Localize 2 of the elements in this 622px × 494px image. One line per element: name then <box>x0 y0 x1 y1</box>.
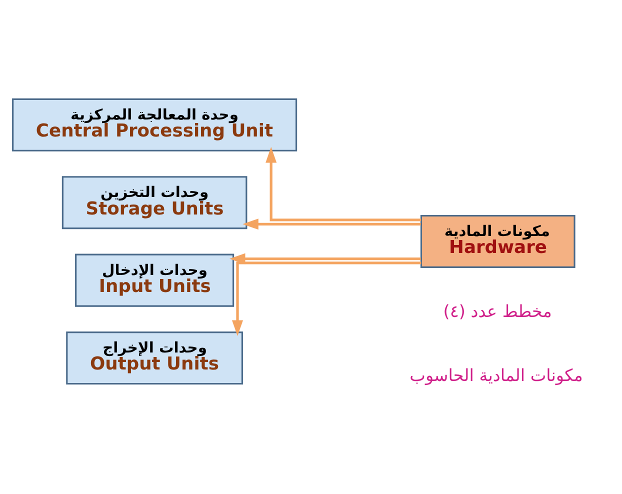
label: مخطط عدد (٤) <box>443 300 552 320</box>
label: مكونات المادية الحاسوب <box>410 364 583 384</box>
